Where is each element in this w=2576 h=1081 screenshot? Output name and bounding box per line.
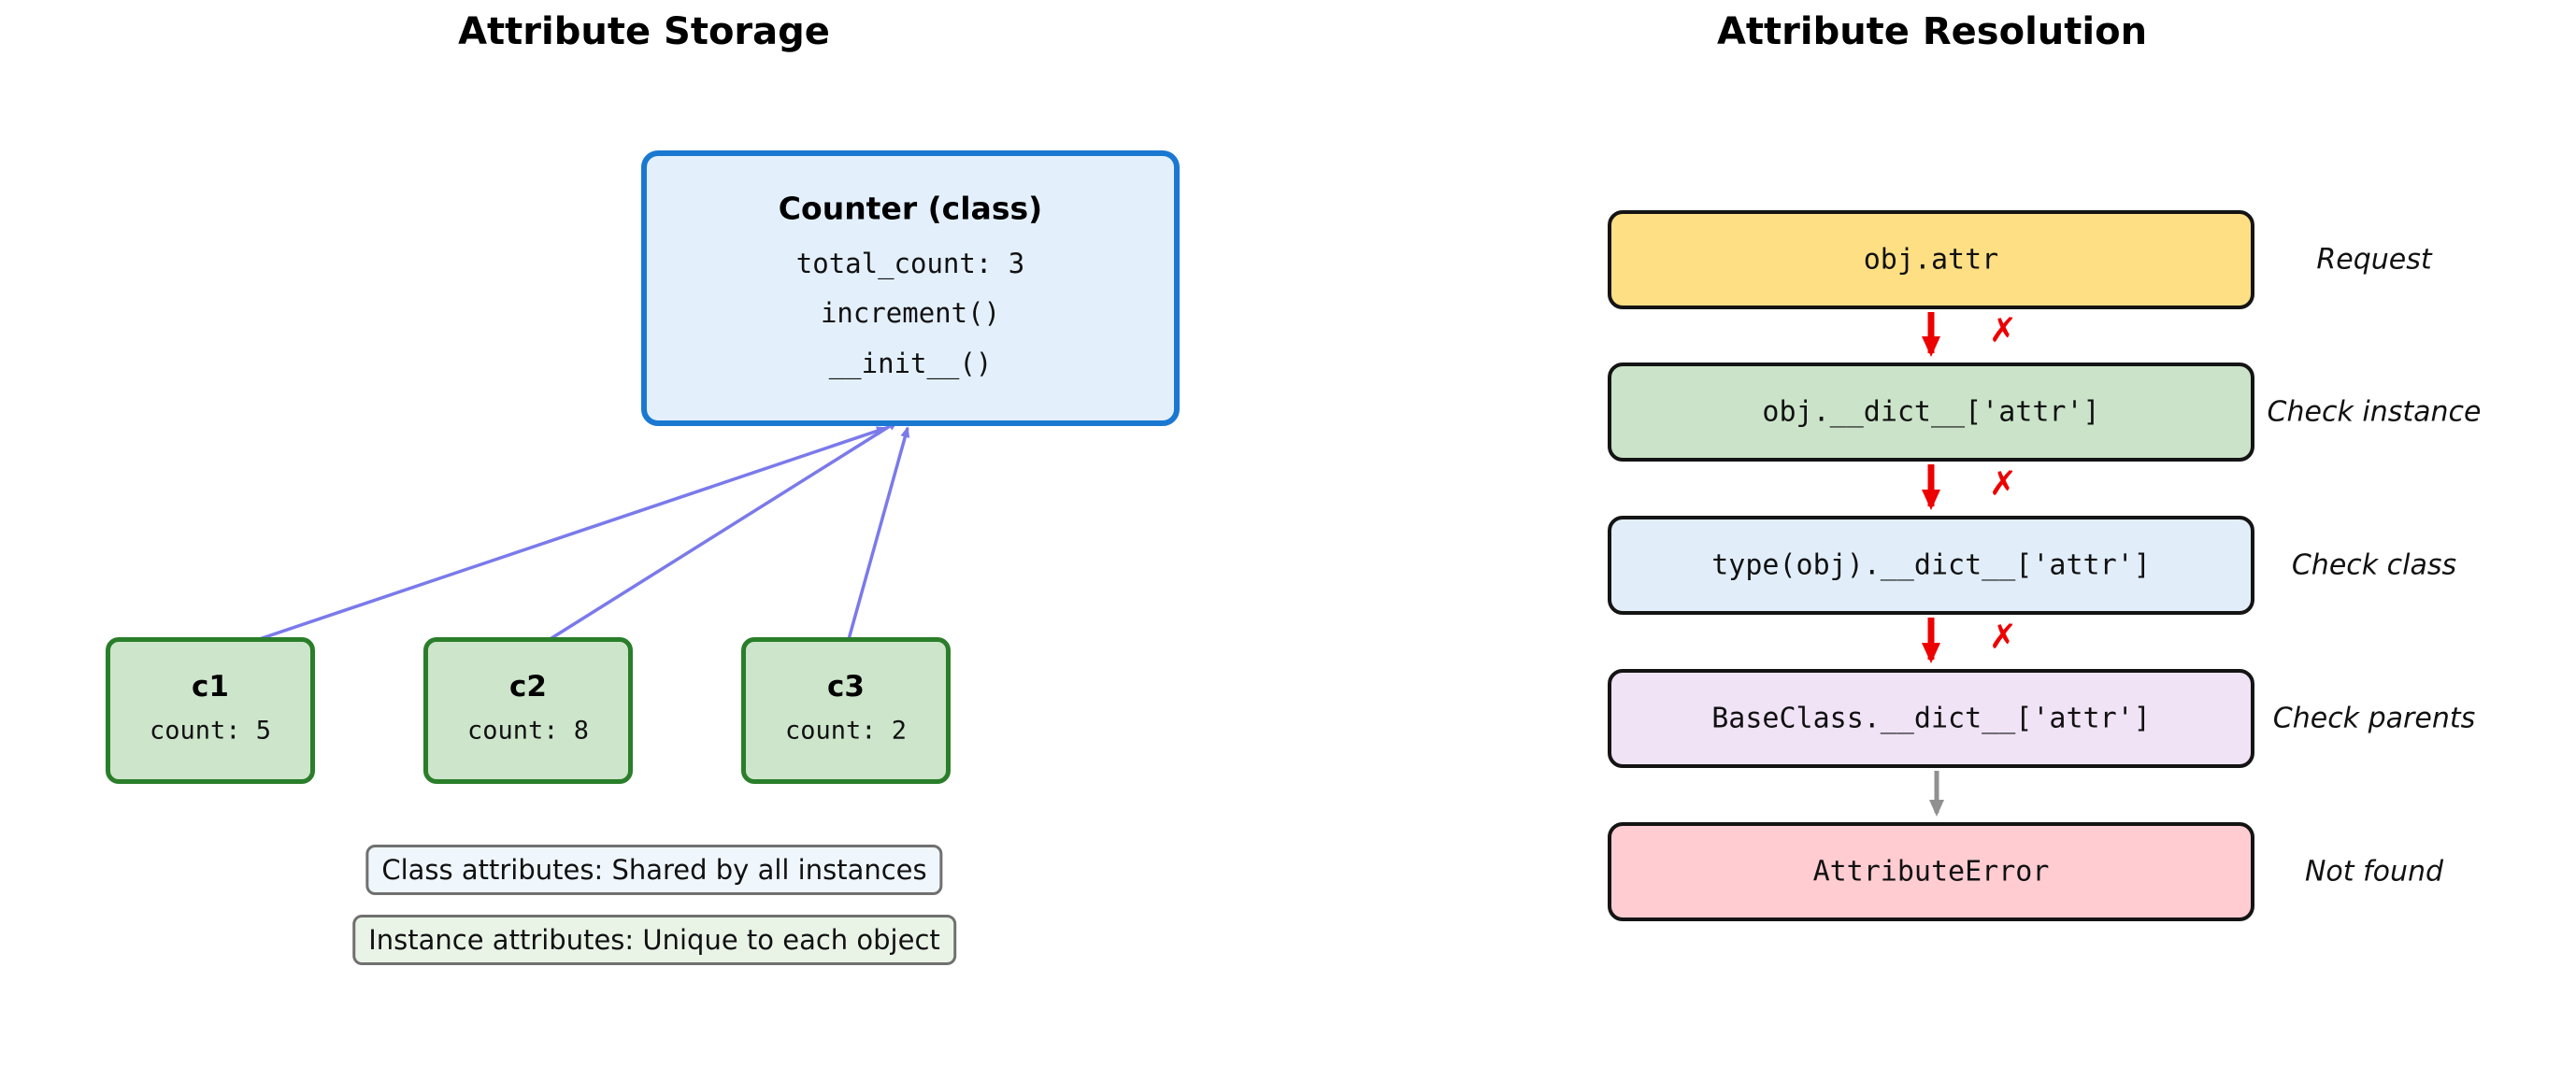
left-panel-title: Attribute Storage	[458, 10, 830, 53]
class-method-increment: increment()	[820, 297, 1001, 329]
legend-class-attributes: Class attributes: Shared by all instance…	[365, 845, 943, 895]
c2-to-class-arrow	[525, 420, 899, 656]
c3-to-class-arrow	[844, 426, 910, 650]
step-box-attribute-error: AttributeError	[1608, 822, 2254, 921]
instance-attr: count: 8	[466, 716, 590, 746]
step-box-request: obj.attr	[1608, 210, 2254, 309]
step-code: AttributeError	[1812, 855, 2050, 889]
step-label-request: Request	[2316, 243, 2432, 277]
legend-instance-attributes: Instance attributes: Unique to each obje…	[352, 915, 956, 965]
step-label-check-parents: Check parents	[2272, 702, 2476, 735]
step-code: obj.attr	[1863, 243, 1999, 277]
class-box-counter: Counter (class) total_count: 3 increment…	[641, 150, 1180, 426]
instance-name: c3	[827, 670, 865, 704]
step-code: type(obj).__dict__['attr']	[1711, 548, 2151, 582]
fail-x-icon: ✗	[1988, 464, 2018, 504]
class-box-title: Counter (class)	[778, 190, 1043, 227]
right-panel-title: Attribute Resolution	[1716, 10, 2148, 53]
step-box-check-instance: obj.__dict__['attr']	[1608, 363, 2254, 462]
fail-x-icon: ✗	[1988, 618, 2018, 657]
class-method-init: __init__()	[828, 348, 993, 379]
step-label-not-found: Not found	[2304, 855, 2444, 889]
instance-attr: count: 5	[149, 716, 272, 746]
instance-name: c2	[509, 670, 547, 704]
instance-box-c3: c3 count: 2	[741, 637, 951, 784]
step-label-check-class: Check class	[2291, 548, 2457, 582]
step-box-check-parents: BaseClass.__dict__['attr']	[1608, 669, 2254, 768]
step-code: obj.__dict__['attr']	[1762, 395, 2100, 429]
step-box-check-class: type(obj).__dict__['attr']	[1608, 516, 2254, 615]
step-label-check-instance: Check instance	[2267, 395, 2482, 429]
instance-box-c1: c1 count: 5	[106, 637, 315, 784]
step-code: BaseClass.__dict__['attr']	[1711, 702, 2151, 735]
instance-name: c1	[192, 670, 229, 704]
instance-box-c2: c2 count: 8	[423, 637, 633, 784]
instance-attr: count: 2	[784, 716, 908, 746]
class-attr-total-count: total_count: 3	[795, 248, 1025, 279]
c1-to-class-arrow	[214, 426, 888, 656]
fail-x-icon: ✗	[1988, 311, 2018, 350]
